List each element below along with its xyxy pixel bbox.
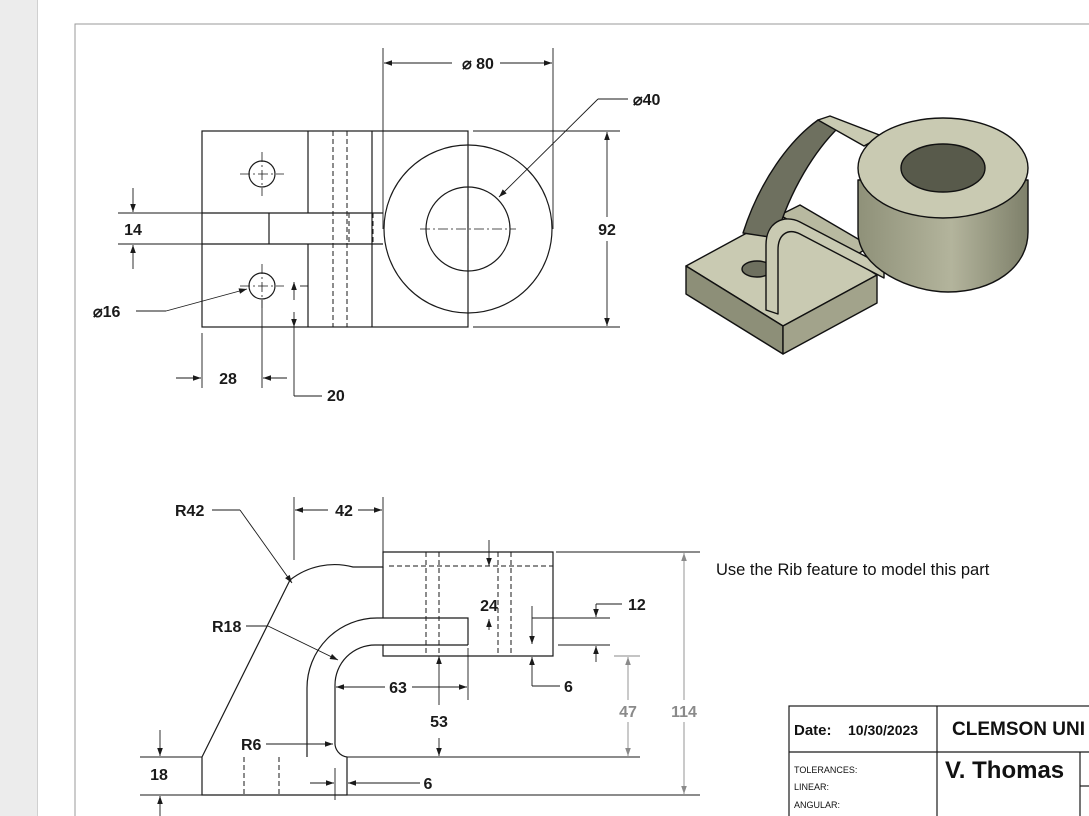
front-view	[201, 551, 554, 796]
drawing-sheet: ⌀ 80 ⌀40 92 14 ⌀16 28 20	[38, 0, 1089, 816]
title-block: Date: 10/30/2023 CLEMSON UNI TOLERANCES:…	[788, 705, 1089, 816]
dim-dia16: ⌀16	[93, 304, 121, 321]
dim-6-upper: 6	[564, 679, 573, 696]
dim-14: 14	[124, 222, 142, 239]
front-view-dimensions	[140, 497, 700, 816]
dim-92: 92	[598, 222, 616, 239]
dim-24: 24	[480, 598, 498, 615]
dim-dia40: ⌀40	[633, 92, 661, 109]
dim-42: 42	[335, 503, 353, 520]
dim-20: 20	[327, 388, 345, 405]
author-name: V. Thomas	[945, 757, 1064, 784]
dim-53: 53	[430, 714, 448, 731]
viewer-left-strip	[0, 0, 38, 816]
dim-R6: R6	[241, 737, 262, 754]
linear-label: LINEAR:	[794, 782, 829, 792]
angular-label: ANGULAR:	[794, 800, 840, 810]
front-view-grey-dimensions	[614, 553, 687, 794]
dim-18: 18	[150, 767, 168, 784]
base-plate-side	[782, 274, 878, 355]
tolerances-label: TOLERANCES:	[794, 765, 857, 775]
dim-dia80: ⌀ 80	[462, 56, 494, 73]
date-value: 10/30/2023	[848, 722, 918, 738]
dim-R18: R18	[212, 619, 241, 636]
top-view-dimensions	[118, 48, 628, 397]
school-name: CLEMSON UNI	[952, 719, 1085, 740]
isometric-model	[685, 115, 1029, 355]
dim-28: 28	[219, 371, 237, 388]
boss-bore	[900, 143, 986, 193]
top-view-dimension-text: ⌀ 80 ⌀40 92 14 ⌀16 28 20	[93, 56, 661, 405]
drawing-canvas: ⌀ 80 ⌀40 92 14 ⌀16 28 20	[74, 23, 1089, 816]
dim-47: 47	[619, 704, 637, 721]
dim-6-lower: 6	[424, 776, 433, 793]
sheet-border	[74, 23, 1089, 816]
top-view	[201, 130, 553, 328]
instruction-note: Use the Rib feature to model this part	[716, 561, 990, 579]
dim-63: 63	[389, 680, 407, 697]
bend-strap	[765, 218, 885, 315]
dim-12: 12	[628, 597, 646, 614]
front-view-outline	[201, 551, 554, 796]
top-view-outline	[201, 130, 469, 328]
dim-114: 114	[671, 704, 697, 721]
boss-outer-circle	[383, 144, 553, 314]
date-label: Date:	[794, 722, 832, 739]
front-view-dimension-text: R42 42 R18 24 12 63 6 47 114 53 R6 18 6	[150, 503, 697, 793]
dim-R42: R42	[175, 503, 204, 520]
